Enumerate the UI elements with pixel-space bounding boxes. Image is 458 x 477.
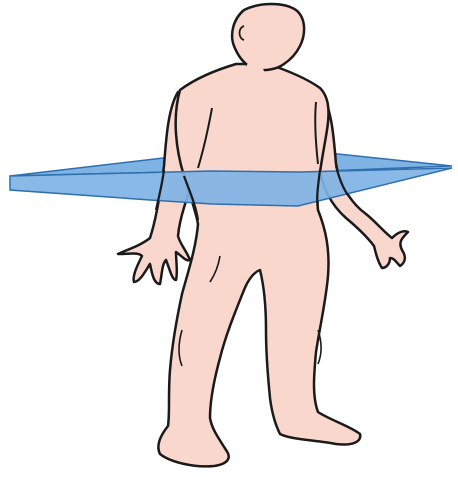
head — [232, 4, 304, 70]
transverse-plane-front — [10, 168, 452, 206]
